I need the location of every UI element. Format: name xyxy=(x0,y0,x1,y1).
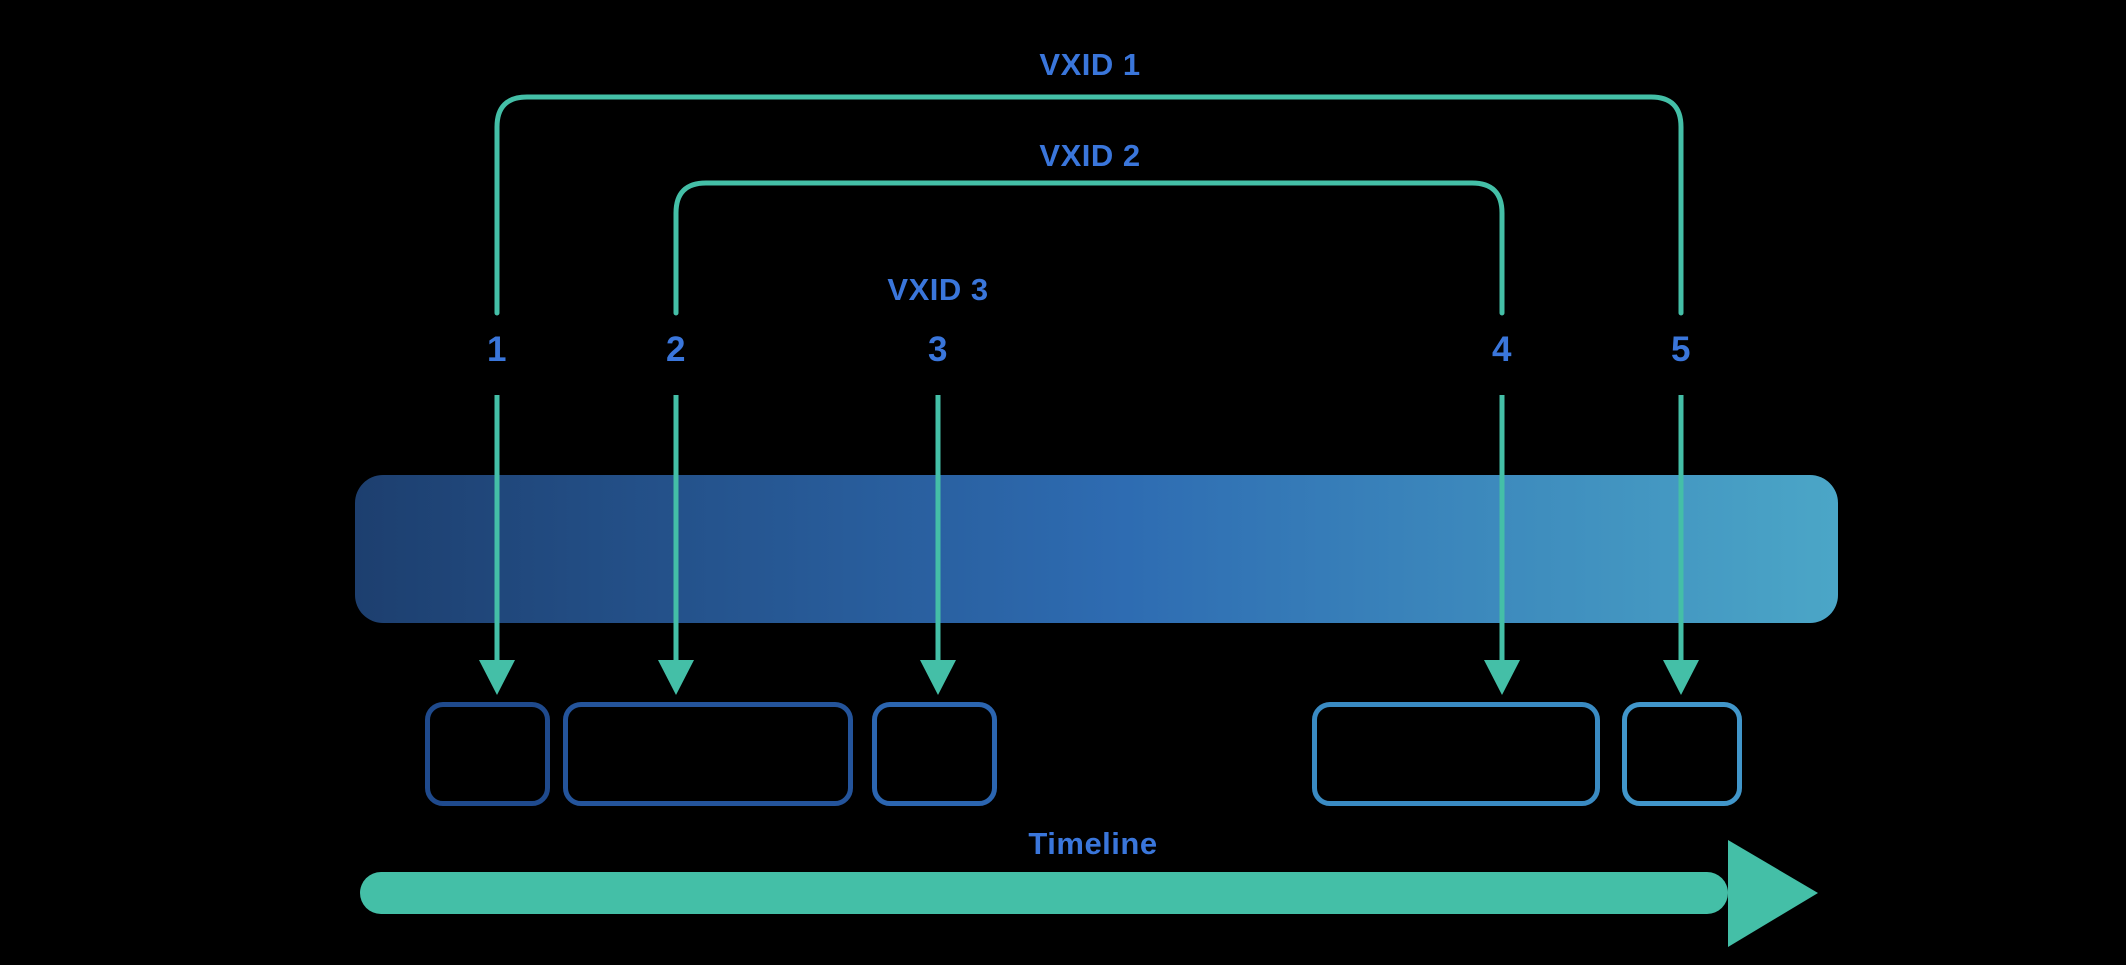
gradient-bar xyxy=(355,475,1838,623)
transaction-box-5 xyxy=(1622,702,1742,806)
transaction-box-1 xyxy=(425,702,550,806)
vxid-2-label: VXID 2 xyxy=(1039,138,1141,173)
event-arrow-1-icon xyxy=(479,395,515,695)
vxid-3-label: VXID 3 xyxy=(887,272,989,307)
vxid-1-bracket-icon xyxy=(494,94,1684,316)
event-number-1: 1 xyxy=(487,330,507,369)
transaction-box-4 xyxy=(1312,702,1600,806)
transaction-box-2 xyxy=(563,702,853,806)
timeline-arrow-icon xyxy=(360,840,1818,947)
event-arrow-3-icon xyxy=(920,395,956,695)
event-arrow-2-icon xyxy=(658,395,694,695)
transaction-box-3 xyxy=(872,702,997,806)
event-arrow-5-icon xyxy=(1663,395,1699,695)
event-number-2: 2 xyxy=(666,330,686,369)
event-number-4: 4 xyxy=(1492,330,1512,369)
vxid-2-bracket-icon xyxy=(673,180,1505,316)
vxid-1-label: VXID 1 xyxy=(1039,47,1141,82)
event-number-5: 5 xyxy=(1671,330,1691,369)
timeline-label: Timeline xyxy=(1028,826,1158,861)
event-arrow-4-icon xyxy=(1484,395,1520,695)
event-number-3: 3 xyxy=(928,330,948,369)
